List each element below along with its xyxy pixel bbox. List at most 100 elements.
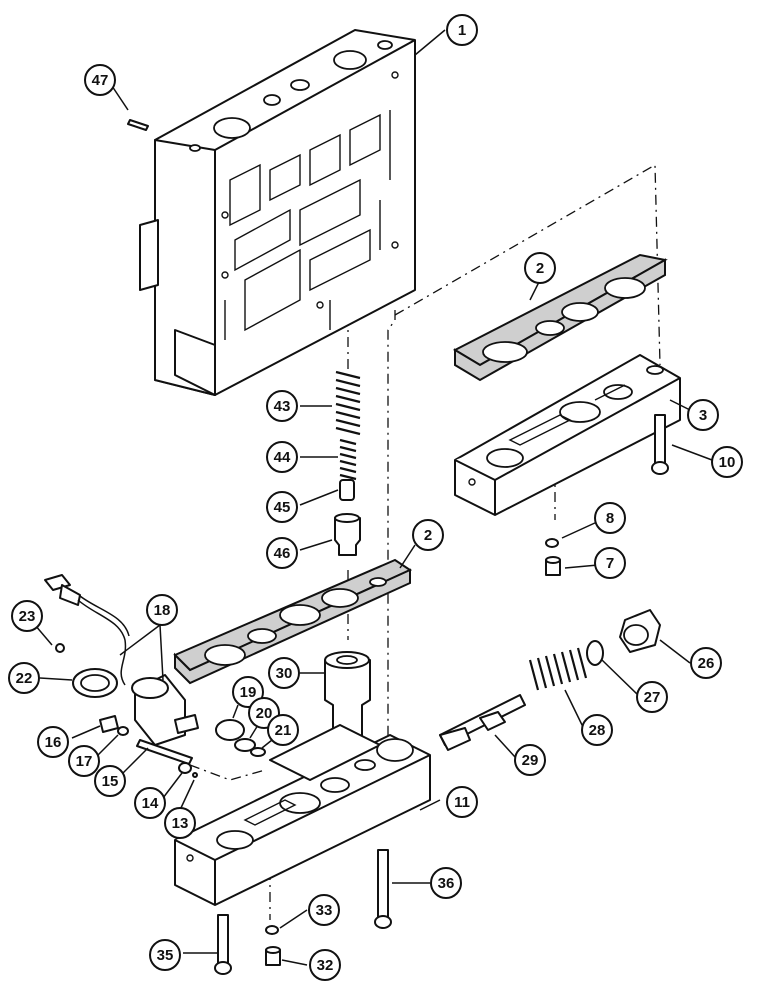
callout-label: 15 [102, 773, 119, 790]
callout-circle [266, 537, 298, 569]
callout-circle [446, 786, 478, 818]
pin-15 [136, 739, 193, 765]
callout-label: 18 [154, 602, 171, 619]
callout-label: 13 [172, 815, 189, 832]
valve-30 [324, 651, 371, 746]
callout-label: 36 [438, 875, 455, 892]
callout-c15: 15 [94, 765, 126, 797]
callout-label: 28 [589, 722, 606, 739]
callout-c2b: 2 [412, 519, 444, 551]
callout-circle [266, 441, 298, 473]
callout-c33: 33 [308, 894, 340, 926]
screw-23 [55, 643, 65, 653]
callout-c46: 46 [266, 537, 298, 569]
lower-valve-body [174, 724, 431, 906]
callout-circle [8, 662, 40, 694]
callout-c47: 47 [84, 64, 116, 96]
callout-circle [149, 939, 181, 971]
callout-c10: 10 [711, 446, 743, 478]
o-ring-19 [215, 719, 245, 741]
upper-valve-body [454, 354, 681, 516]
callout-label: 10 [719, 454, 736, 471]
callout-circle [11, 600, 43, 632]
ball-13 [192, 772, 198, 778]
callout-c28: 28 [581, 714, 613, 746]
o-ring-8 [545, 538, 559, 548]
callout-c27: 27 [636, 681, 668, 713]
callout-c44: 44 [266, 441, 298, 473]
gasket-upper [452, 253, 668, 382]
spring-44 [339, 438, 357, 481]
callout-label: 27 [644, 689, 661, 706]
plug-26 [619, 609, 661, 653]
plug-32 [265, 946, 281, 966]
callout-label: 3 [699, 407, 707, 424]
callout-circle [594, 547, 626, 579]
plug-14 [178, 762, 192, 774]
callout-circle [308, 894, 340, 926]
callout-label: 45 [274, 499, 291, 516]
spacer-45 [339, 479, 355, 501]
callout-label: 2 [424, 527, 432, 544]
callout-circle [268, 657, 300, 689]
callout-label: 8 [606, 510, 614, 527]
callout-c32: 32 [309, 949, 341, 981]
plug-16 [99, 715, 119, 733]
callout-c8: 8 [594, 502, 626, 534]
callout-c36: 36 [430, 867, 462, 899]
callout-c22: 22 [8, 662, 40, 694]
callout-circle [412, 519, 444, 551]
callout-label: 43 [274, 398, 291, 415]
plug-7 [545, 556, 561, 576]
callout-circle [711, 446, 743, 478]
callout-label: 16 [45, 734, 62, 751]
callout-circle [581, 714, 613, 746]
o-ring-20 [234, 738, 256, 752]
callout-circle [267, 714, 299, 746]
callout-label: 44 [274, 449, 291, 466]
o-ring-17 [117, 726, 129, 736]
valve-46 [334, 513, 361, 556]
callout-label: 47 [92, 72, 109, 89]
callout-label: 30 [276, 665, 293, 682]
callout-c35: 35 [149, 939, 181, 971]
leader-lines [34, 29, 713, 966]
callout-label: 22 [16, 670, 33, 687]
valve-body-main [139, 29, 416, 396]
o-ring-22 [72, 668, 118, 698]
callout-circle [134, 787, 166, 819]
solenoid-18 [44, 574, 199, 746]
spring-43 [335, 370, 361, 436]
pin-47 [127, 119, 149, 131]
callout-c7: 7 [594, 547, 626, 579]
callout-c18: 18 [146, 594, 178, 626]
callout-c2a: 2 [524, 252, 556, 284]
bolt-10 [651, 414, 669, 475]
callout-label: 17 [76, 753, 93, 770]
callout-circle [446, 14, 478, 46]
callout-label: 14 [142, 795, 159, 812]
callout-label: 33 [316, 902, 333, 919]
callout-c21: 21 [267, 714, 299, 746]
callout-circle [594, 502, 626, 534]
callout-c1: 1 [446, 14, 478, 46]
callout-label: 2 [536, 260, 544, 277]
callout-circle [84, 64, 116, 96]
callout-label: 1 [458, 22, 466, 39]
callout-c3: 3 [687, 399, 719, 431]
callout-circle [266, 491, 298, 523]
o-ring-27 [586, 640, 604, 666]
callout-c16: 16 [37, 726, 69, 758]
callout-circle [37, 726, 69, 758]
callout-label: 20 [256, 705, 273, 722]
o-ring-33 [265, 925, 279, 935]
callout-label: 26 [698, 655, 715, 672]
callout-label: 21 [275, 722, 292, 739]
callout-circle [68, 745, 100, 777]
callout-circle [514, 744, 546, 776]
callout-circle [524, 252, 556, 284]
callout-label: 29 [522, 752, 539, 769]
callout-circle [146, 594, 178, 626]
